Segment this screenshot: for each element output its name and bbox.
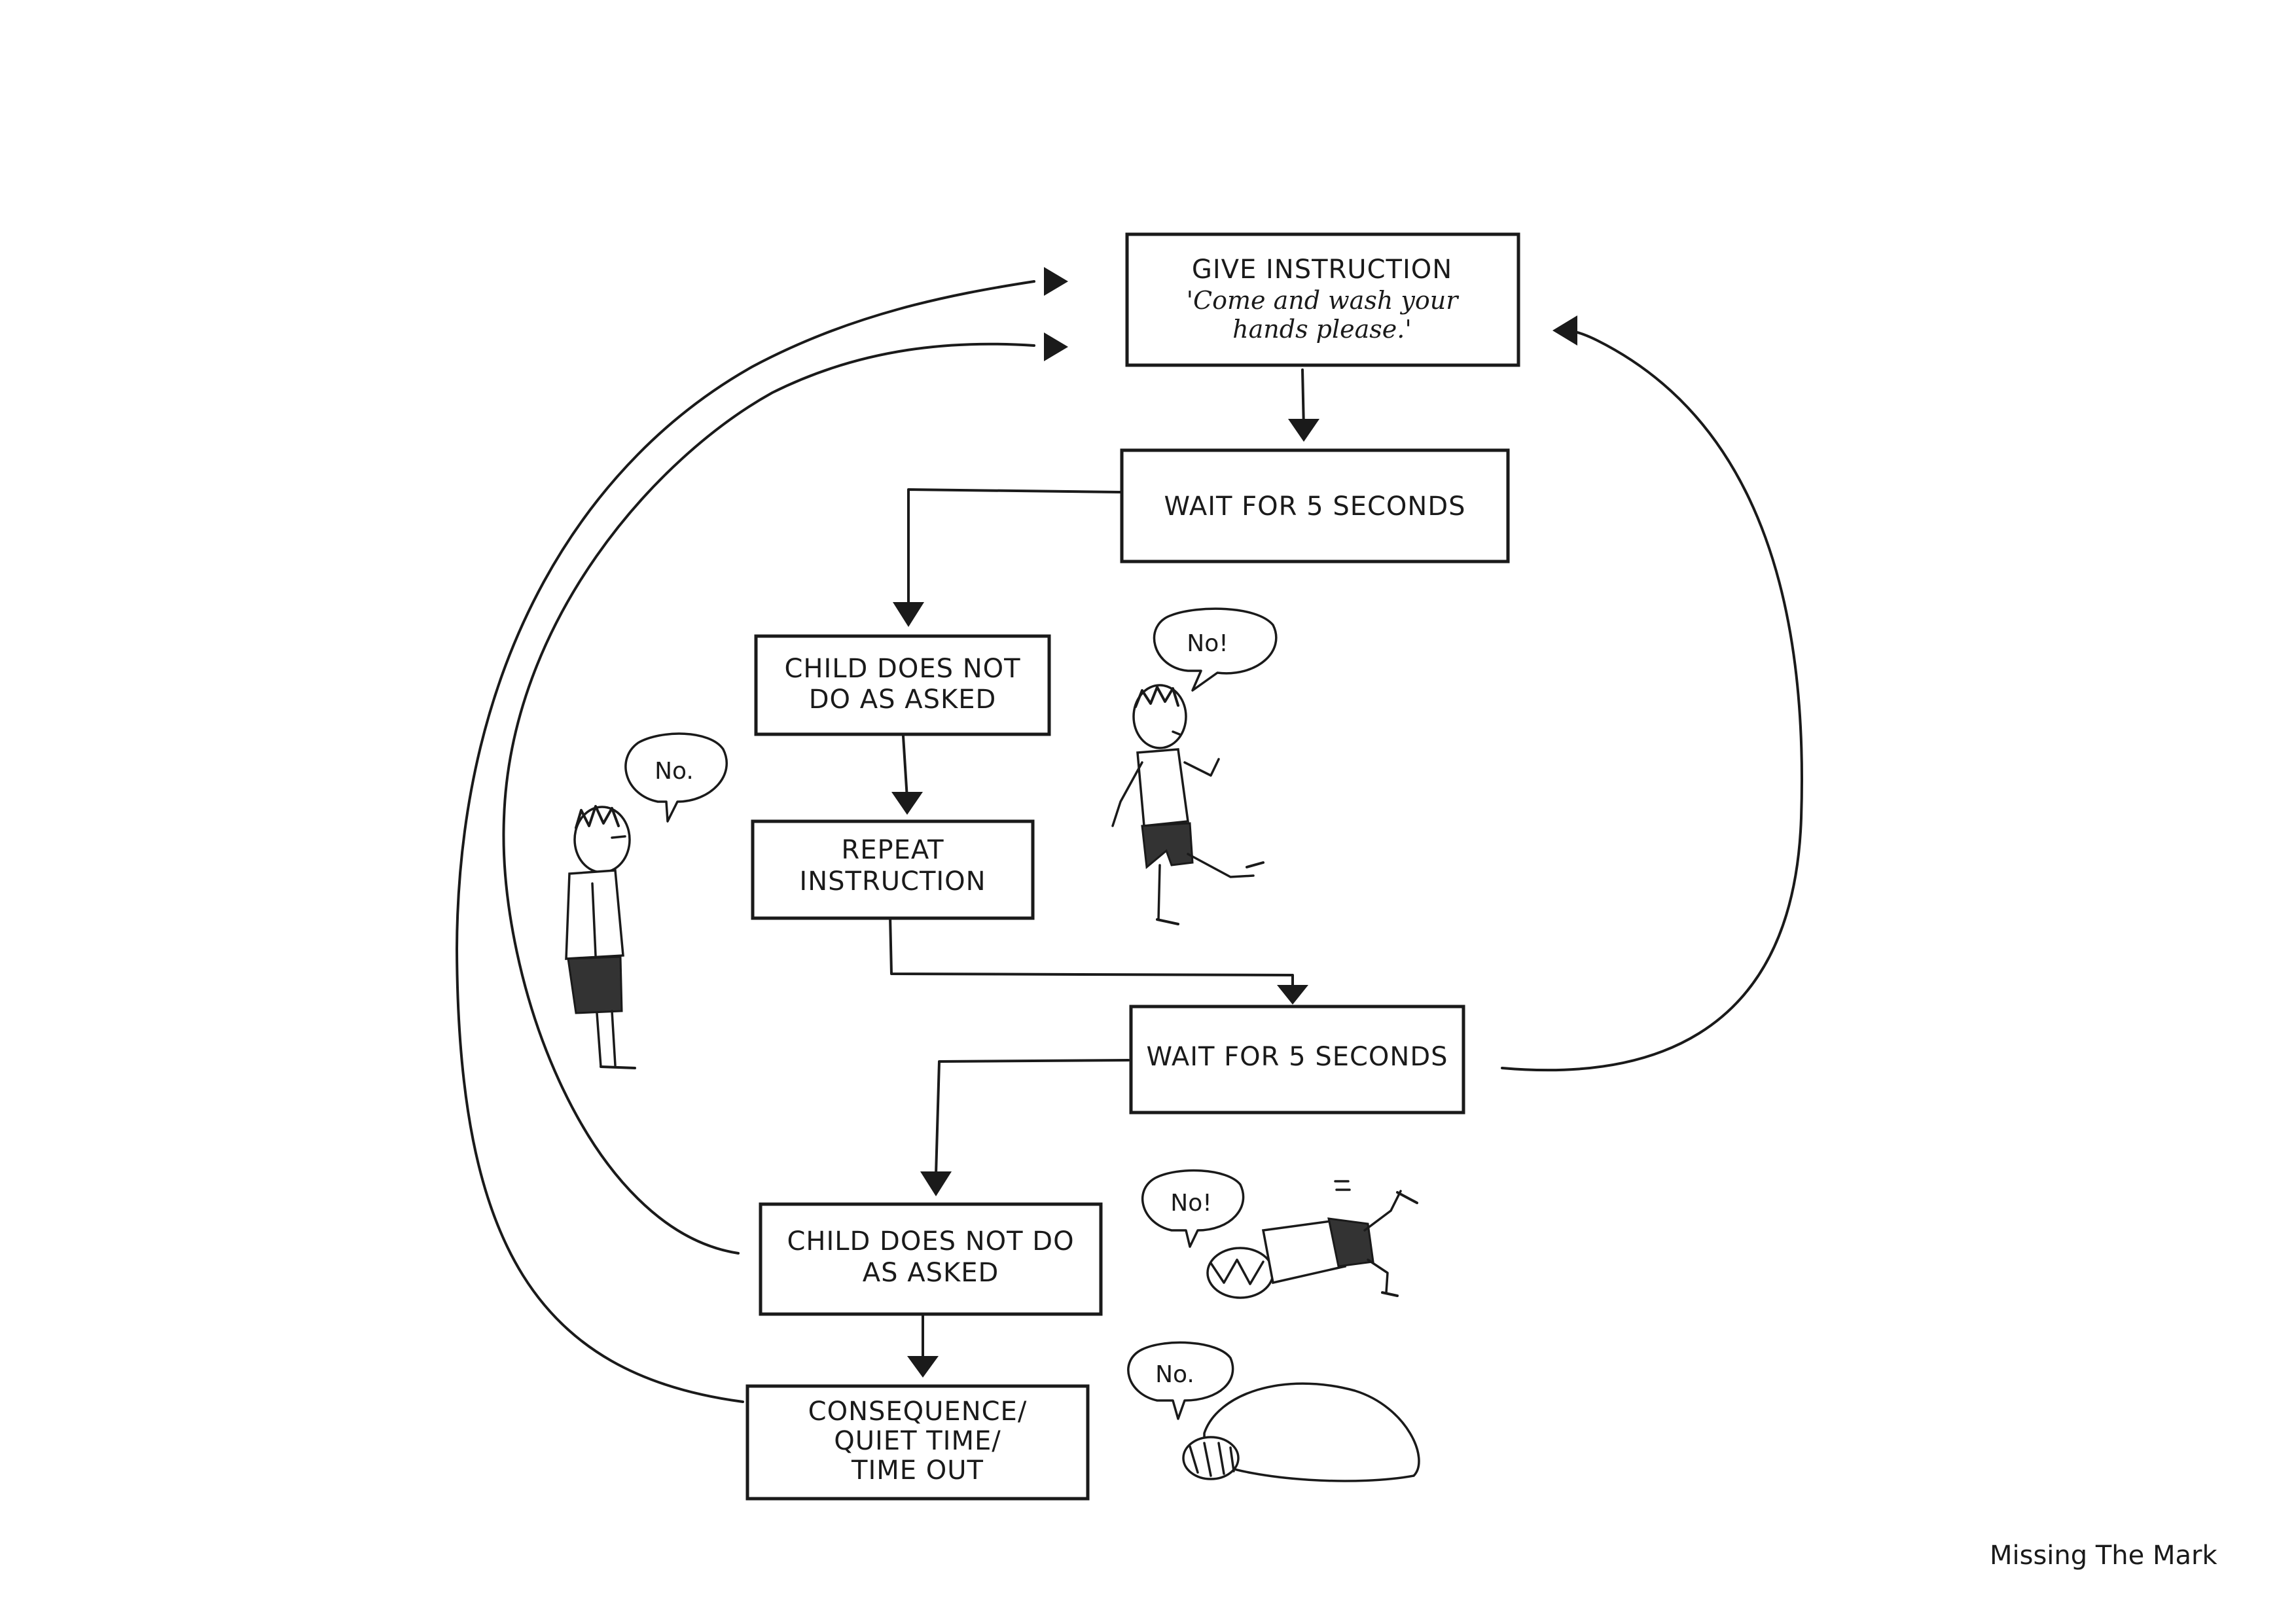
box-repeat-instruction: REPEAT INSTRUCTION (751, 819, 1035, 920)
consequence-line2: QUIET TIME/ (834, 1426, 1001, 1456)
standing-child-illustration (565, 805, 636, 1069)
speech-text-kicking-child: No! (1187, 630, 1228, 657)
wait-2-label: WAIT FOR 5 SECONDS (1146, 1042, 1448, 1072)
speech-bubble-kicking-child: No! (1153, 607, 1278, 692)
child-does-not-2-line1: CHILD DOES NOT DO (787, 1226, 1074, 1257)
connector-child2-to-consequence (907, 1313, 939, 1378)
box-wait-2: WAIT FOR 5 SECONDS (1129, 1005, 1465, 1115)
speech-bubble-standing-child: No. (624, 732, 728, 823)
artist-signature: Missing The Mark (1990, 1541, 2217, 1571)
connector-wait1-to-child1 (893, 488, 1122, 627)
connector-give-to-wait1 (1288, 368, 1319, 442)
lying-child-illustration (1206, 1180, 1418, 1299)
loop-child2-to-give (502, 332, 1068, 1255)
wait-1-label: WAIT FOR 5 SECONDS (1164, 491, 1465, 522)
connector-wait2-to-child2 (920, 1059, 1130, 1196)
repeat-line2: INSTRUCTION (799, 866, 986, 897)
loop-wait2-to-give (1501, 315, 1804, 1072)
give-instruction-quote-line1: 'Come and wash your (1187, 286, 1460, 315)
box-wait-1: WAIT FOR 5 SECONDS (1120, 448, 1510, 563)
repeat-line1: REPEAT (841, 835, 944, 865)
speech-text-hiding-child: No. (1155, 1361, 1194, 1388)
box-give-instruction: GIVE INSTRUCTION 'Come and wash your han… (1125, 232, 1520, 367)
box-child-does-not-1: CHILD DOES NOT DO AS ASKED (754, 634, 1051, 736)
speech-text-lying-child: No! (1170, 1190, 1211, 1217)
child-does-not-2-line2: AS ASKED (863, 1258, 999, 1288)
loop-consequence-to-give (456, 267, 1068, 1403)
kicking-child-illustration (1111, 684, 1265, 925)
speech-bubble-lying-child: No! (1141, 1169, 1245, 1248)
child-does-not-1-line1: CHILD DOES NOT (784, 654, 1020, 684)
speech-text-standing-child: No. (655, 758, 694, 785)
child-does-not-1-line2: DO AS ASKED (809, 685, 997, 715)
connector-repeat-to-wait2 (889, 915, 1308, 1005)
box-child-does-not-2: CHILD DOES NOT DO AS ASKED (759, 1202, 1103, 1316)
connector-child1-to-repeat (891, 735, 923, 815)
give-instruction-quote-line2: hands please.' (1232, 315, 1412, 344)
speech-bubble-hiding-child: No. (1127, 1341, 1234, 1420)
give-instruction-title: GIVE INSTRUCTION (1192, 255, 1452, 285)
consequence-line3: TIME OUT (851, 1455, 984, 1486)
hiding-child-illustration (1182, 1382, 1420, 1482)
consequence-line1: CONSEQUENCE/ (808, 1397, 1028, 1427)
box-consequence: CONSEQUENCE/ QUIET TIME/ TIME OUT (745, 1384, 1090, 1501)
